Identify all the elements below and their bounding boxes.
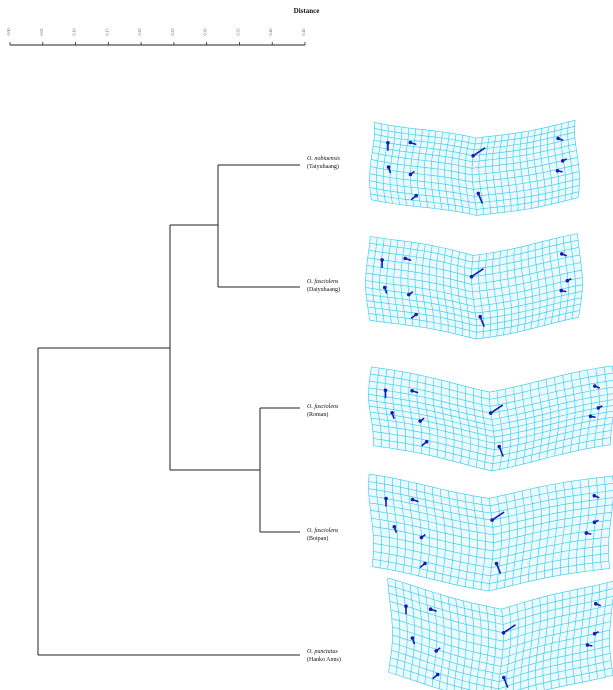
landmark-point xyxy=(470,275,474,279)
landmark-point xyxy=(418,419,422,423)
landmark-point xyxy=(566,279,570,283)
landmark-point xyxy=(411,636,415,640)
landmark-point xyxy=(414,313,418,317)
landmark-point xyxy=(477,192,481,196)
deformation-grid-1 xyxy=(370,120,580,215)
landmark-point xyxy=(414,194,418,198)
landmark-point xyxy=(384,497,388,501)
landmark-point xyxy=(560,289,564,293)
landmark-point xyxy=(593,494,597,498)
landmark-point xyxy=(409,141,413,145)
landmark-point xyxy=(436,673,440,677)
landmark-point xyxy=(502,631,506,635)
landmark-point xyxy=(593,384,597,388)
landmark-point xyxy=(403,257,407,261)
landmark-point xyxy=(489,411,493,415)
landmark-point xyxy=(490,518,494,522)
landmark-point xyxy=(585,531,589,535)
deformation-grid-2 xyxy=(366,234,583,340)
deformation-grid-4 xyxy=(369,474,613,591)
landmark-point xyxy=(593,632,597,636)
landmark-point xyxy=(411,498,415,502)
deformation-grid-3 xyxy=(369,366,613,471)
landmark-point xyxy=(429,607,433,611)
landmark-point xyxy=(497,445,501,449)
landmark-point xyxy=(407,293,411,297)
landmark-point xyxy=(597,406,601,410)
landmark-point xyxy=(434,649,438,653)
landmark-point xyxy=(471,154,475,158)
landmark-point xyxy=(410,389,414,393)
grid-sheet xyxy=(369,366,613,471)
landmark-point xyxy=(425,440,429,444)
landmark-point xyxy=(586,643,590,647)
landmark-point xyxy=(561,159,565,163)
landmark-point xyxy=(589,415,593,419)
landmark-point xyxy=(502,676,506,680)
landmark-point xyxy=(593,520,597,524)
landmark-point xyxy=(409,173,413,177)
landmark-point xyxy=(420,536,424,540)
landmark-point xyxy=(390,411,394,415)
landmark-point xyxy=(386,141,390,145)
landmark-point xyxy=(387,165,391,169)
landmark-point xyxy=(478,315,482,319)
landmark-point xyxy=(404,604,408,608)
landmark-point xyxy=(423,562,427,566)
deformation-grid-5 xyxy=(388,578,613,690)
landmark-point xyxy=(594,602,598,606)
landmark-point xyxy=(383,286,387,290)
landmark-point xyxy=(393,525,397,529)
landmark-point xyxy=(495,562,499,566)
landmark-point xyxy=(556,169,560,173)
landmark-point xyxy=(556,137,560,141)
landmark-point xyxy=(384,389,388,393)
landmark-point xyxy=(380,258,384,262)
landmark-point xyxy=(560,252,564,256)
